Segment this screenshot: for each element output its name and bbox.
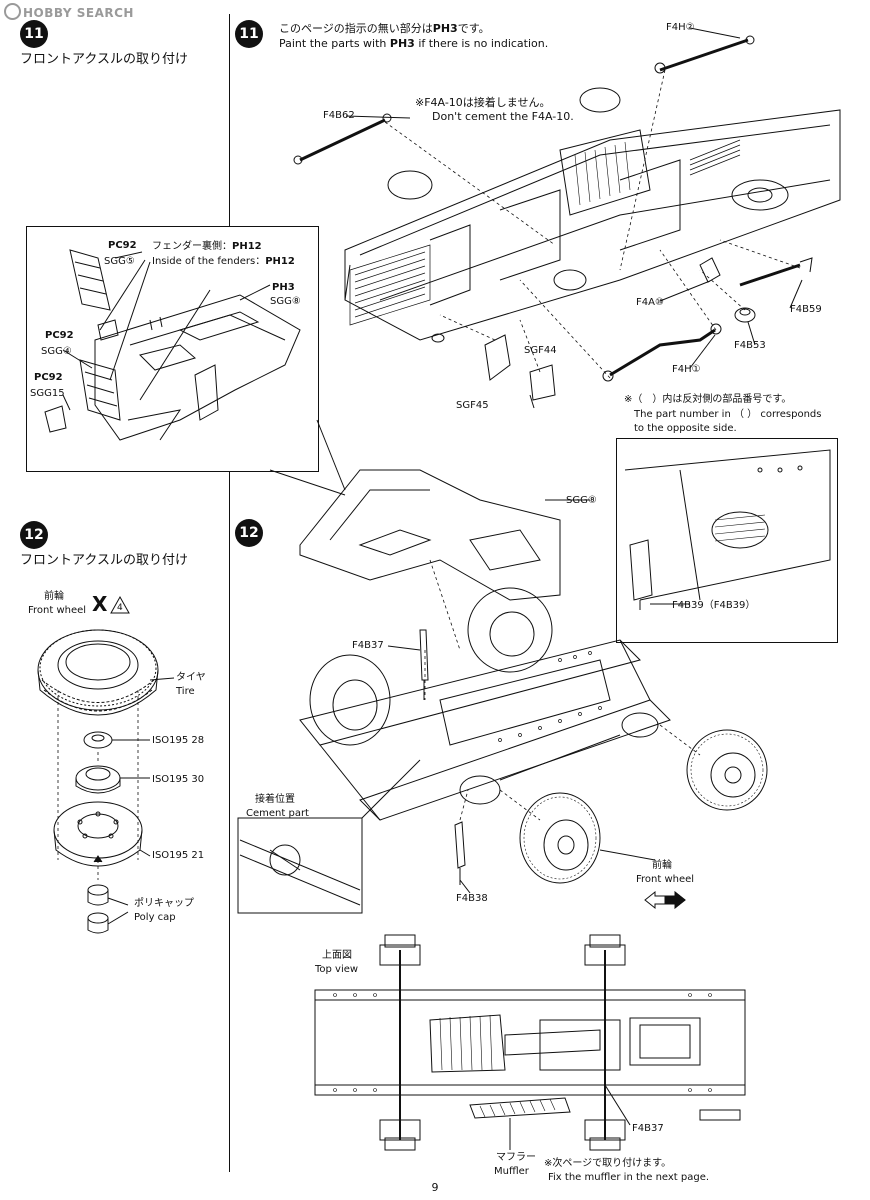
ph3-label: PH3	[272, 282, 295, 293]
paint-note-jp-text: このページの指示の無い部分は	[279, 22, 433, 35]
paint-code-en: PH3	[389, 37, 415, 50]
pc92-label-a: PC92	[108, 240, 137, 251]
top-view-jp: 上面図	[322, 950, 352, 961]
paint-note-jp-end: です。	[457, 22, 490, 35]
polycap-jp: ポリキャップ	[134, 898, 194, 909]
iso195-28-label: ISO195 28	[152, 735, 205, 746]
column-divider-lower	[229, 472, 230, 1172]
fender-inside-jp: フェンダー裏側：PH12	[152, 241, 262, 253]
front-wheel2-en: Front wheel	[636, 874, 695, 885]
no-cement-jp: ※F4A-10は接着しません。	[415, 96, 551, 109]
paint-code: PH3	[432, 22, 458, 35]
axle-detail-inset	[616, 438, 838, 643]
quantity-count: 4	[117, 603, 123, 613]
sgg15-label: SGG15	[30, 388, 65, 399]
tire-jp: タイヤ	[176, 672, 206, 683]
f4b39-label: F4B39（F4B39）	[672, 600, 756, 611]
sgg5-label: SGG⑤	[104, 256, 135, 267]
paint-note-jp: このページの指示の無い部分はPH3です。	[279, 22, 490, 35]
iso195-30-label: ISO195 30	[152, 774, 205, 785]
part-label-f4h1: F4H①	[672, 364, 701, 375]
step12-badge: 12	[20, 521, 48, 549]
watermark-logo: HOBBY SEARCH	[4, 3, 134, 20]
part-label-f4h2: F4H②	[666, 22, 695, 33]
muffler-jp: マフラー	[496, 1152, 536, 1163]
f4b38-label: F4B38	[456, 893, 488, 904]
page-number: 9	[431, 1181, 439, 1194]
front-wheel-en: Front wheel	[28, 605, 87, 616]
front-wheel-jp: 前輪	[44, 591, 64, 602]
part-label-sgf45: SGF45	[456, 400, 489, 411]
fender-inside-en-text: Inside of the fenders：	[152, 256, 266, 267]
part-label-f4a10: F4A⑩	[636, 297, 664, 308]
f4b37-topview-label: F4B37	[632, 1123, 664, 1134]
next-page-note-en: Fix the muffler in the next page.	[548, 1172, 710, 1183]
sgg8-label-inset: SGG⑧	[270, 296, 301, 307]
sgg8-label: SGG⑧	[566, 495, 597, 506]
f4b37-label: F4B37	[352, 640, 384, 651]
part-label-f4b53: F4B53	[734, 340, 766, 351]
part-label-f4b59: F4B59	[790, 304, 822, 315]
paint-note-en-end: if there is no indication.	[418, 37, 549, 50]
paint-note-en: Paint the parts with PH3 if there is no …	[279, 37, 548, 50]
quantity-mark: X	[92, 592, 107, 616]
column-divider	[229, 14, 230, 227]
pc92-label-c: PC92	[34, 372, 63, 383]
watermark-text: HOBBY SEARCH	[23, 6, 134, 20]
step12-badge-right: 12	[235, 519, 263, 547]
fender-inside-en: Inside of the fenders：PH12	[152, 256, 295, 268]
logo-icon	[4, 3, 21, 20]
tire-en: Tire	[176, 686, 195, 697]
part-label-sgf44: SGF44	[524, 345, 557, 356]
step11-badge: 11	[20, 20, 48, 48]
muffler-en: Muffler	[494, 1166, 529, 1177]
opposite-note-jp: ※（ ）内は反対側の部品番号です。	[624, 394, 792, 405]
opposite-note-en1: The part number in （ ） corresponds	[634, 409, 822, 420]
cement-part-en: Cement part	[246, 808, 309, 819]
step11-title: フロントアクスルの取り付け	[20, 52, 188, 67]
fender-code-en: PH12	[265, 256, 295, 267]
cement-part-jp: 接着位置	[255, 794, 295, 805]
pc92-label-b: PC92	[45, 330, 74, 341]
part-label-f4b62: F4B62	[323, 110, 355, 121]
step12-title: フロントアクスルの取り付け	[20, 553, 188, 568]
fender-inside-jp-text: フェンダー裏側：	[152, 241, 232, 252]
sgg4-label: SGG④	[41, 346, 72, 357]
quantity-triangle-icon	[110, 595, 130, 614]
opposite-note-en2: to the opposite side.	[634, 423, 737, 434]
next-page-note-jp: ※次ページで取り付けます。	[544, 1158, 672, 1169]
quantity-x: X	[92, 592, 108, 616]
top-view-en: Top view	[315, 964, 359, 975]
paint-note-en-text: Paint the parts with	[279, 37, 387, 50]
fender-code-jp: PH12	[232, 241, 262, 252]
no-cement-en: Don't cement the F4A-10.	[432, 110, 574, 123]
polycap-en: Poly cap	[134, 912, 176, 923]
iso195-21-label: ISO195 21	[152, 850, 205, 861]
front-wheel2-jp: 前輪	[652, 860, 672, 871]
step11-badge-right: 11	[235, 20, 263, 48]
